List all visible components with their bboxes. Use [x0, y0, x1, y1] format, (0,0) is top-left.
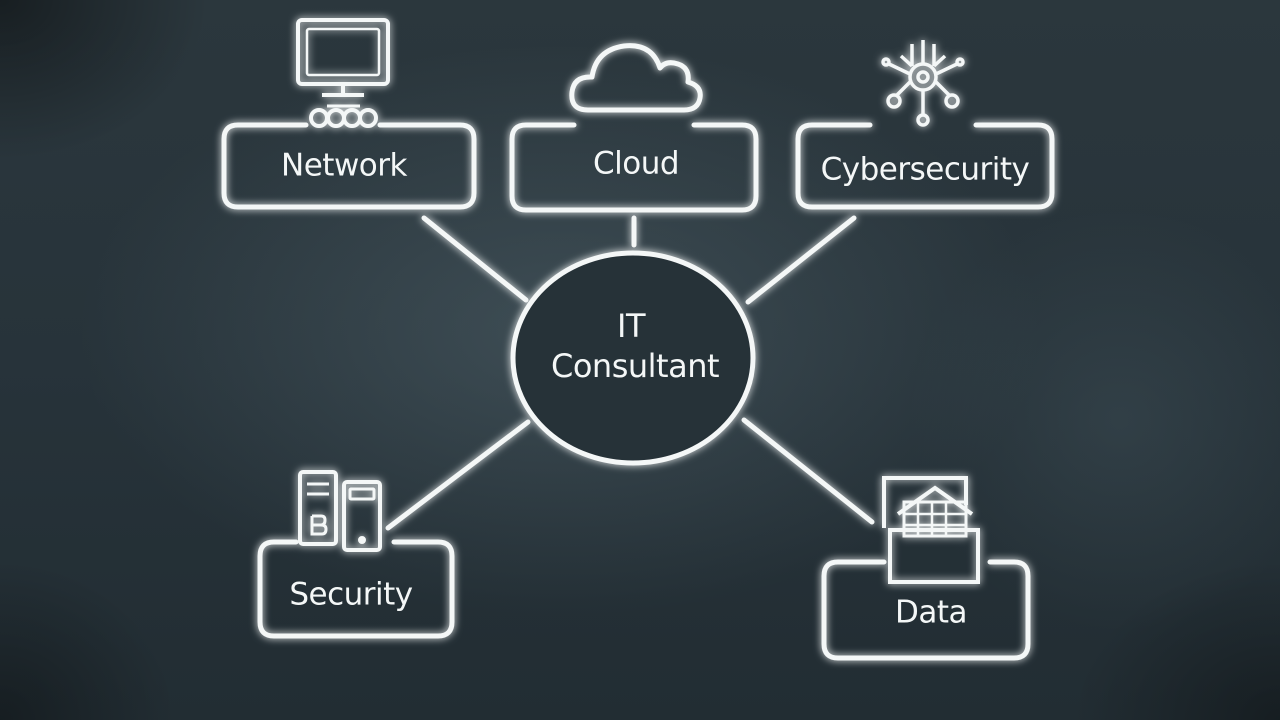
center-label-line1: IT [617, 307, 646, 345]
connector-data [741, 417, 875, 525]
network-frame [221, 122, 477, 210]
center-label-line2: Consultant [551, 347, 719, 385]
data-box-icon [882, 476, 980, 584]
connector-cybersecurity [745, 215, 857, 305]
data-frame [821, 559, 1031, 661]
cybersecurity-label: Cybersecurity [821, 152, 1030, 188]
node-cybersecurity: Cybersecurity [795, 40, 1055, 210]
security-frame [257, 539, 455, 639]
network-label: Network [281, 148, 407, 184]
center-node: IT Consultant [510, 250, 756, 466]
node-security: Security [257, 470, 455, 639]
computer-network-icon [296, 18, 390, 128]
cloud-label: Cloud [593, 146, 679, 182]
cybersecurity-frame [795, 122, 1055, 210]
cloud-frame [509, 122, 759, 213]
connector-security [385, 419, 531, 531]
node-cloud: Cloud [509, 43, 759, 213]
center-ellipse [510, 250, 756, 466]
security-label: Security [289, 577, 412, 613]
node-network: Network [221, 18, 477, 210]
server-icon [298, 470, 382, 552]
node-data: Data [821, 476, 1031, 661]
circuit-lock-icon [881, 40, 965, 127]
connector-network [421, 215, 529, 303]
data-label: Data [895, 595, 967, 631]
cloud-icon [569, 43, 703, 113]
